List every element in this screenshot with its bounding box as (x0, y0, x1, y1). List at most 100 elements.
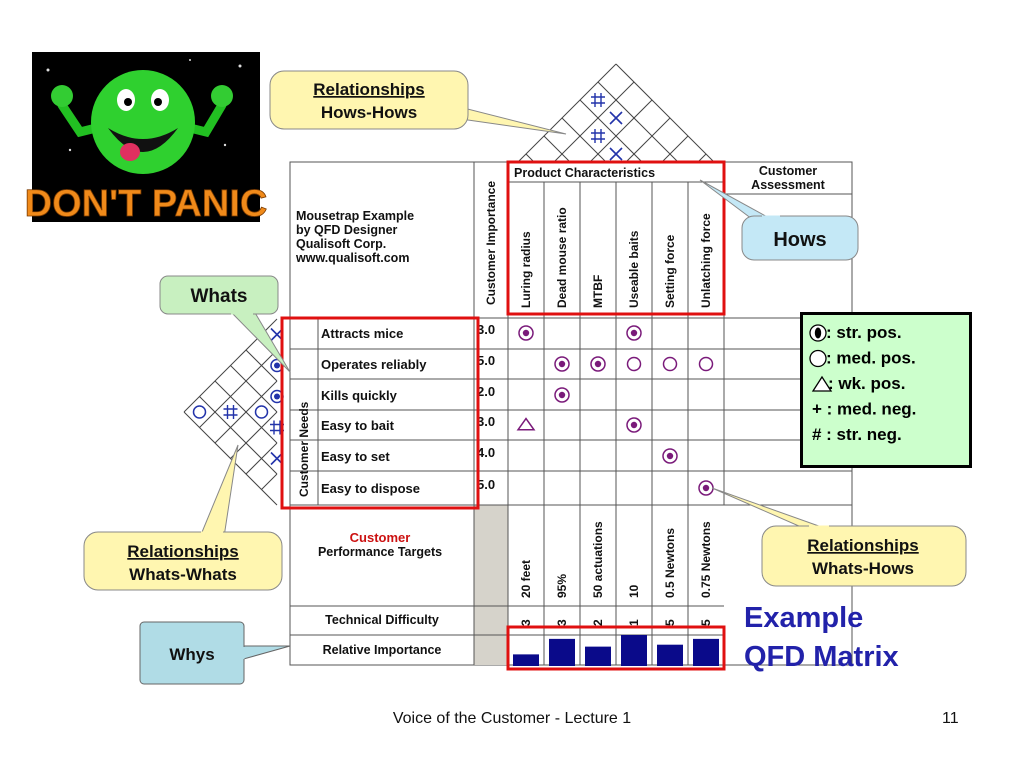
page-number: 11 (942, 710, 959, 727)
difficulty-value: 3 (555, 619, 569, 626)
legend-item-text: : med. pos. (826, 349, 916, 368)
what-need: Easy to dispose (321, 481, 420, 496)
callout-whats-hows: Relationships Whats-Hows (711, 487, 967, 587)
customer-assessment-header-2: Assessment (751, 178, 825, 192)
weak-positive-icon (516, 417, 536, 431)
product-characteristics-header: Product Characteristics (514, 166, 655, 180)
strong-positive-dot (274, 362, 280, 369)
performance-target: 0.75 Newtons (699, 521, 713, 598)
performance-target: 50 actuations (591, 521, 605, 598)
legend-item-text: : str. pos. (826, 323, 902, 342)
what-importance: 5.0 (477, 353, 495, 368)
how-label: Useable baits (627, 230, 641, 308)
strong-positive-dot (558, 391, 566, 399)
callout-hows-hows-line2: Hows-Hows (321, 103, 417, 122)
difficulty-value: 5 (699, 619, 713, 626)
callout-whats-text: Whats (191, 286, 248, 307)
customer-importance-header: Customer Importance (484, 181, 498, 305)
strong-negative-hash-icon (223, 405, 238, 419)
importance-highlight-box (506, 625, 726, 671)
legend-items: : str. pos.: med. pos.: wk. pos.+ : med.… (809, 323, 916, 444)
table-title-line-1: Mousetrap Example (296, 209, 414, 223)
what-need: Operates reliably (321, 357, 427, 372)
how-label: Unlatching force (699, 213, 713, 308)
strong-positive-dot (594, 360, 602, 368)
callout-whats-hows-line1: Relationships (807, 536, 918, 555)
strong-positive-dot (274, 393, 280, 400)
relative-importance-bars (513, 635, 719, 666)
dont-panic-logo: DON'T PANIC (24, 52, 268, 225)
strong-positive-icon (626, 325, 642, 341)
importance-bar (693, 638, 719, 666)
how-label: Dead mouse ratio (555, 207, 569, 308)
strong-positive-dot (522, 329, 530, 337)
performance-target: 0.5 Newtons (663, 528, 677, 598)
what-importance: 3.0 (477, 322, 495, 337)
performance-target: 95% (555, 574, 569, 598)
relative-importance-label: Relative Importance (323, 643, 442, 657)
medium-positive-icon (254, 405, 269, 419)
whats-highlight-box (280, 316, 480, 510)
importance-bar (657, 644, 683, 666)
strong-negative-hash-icon (591, 129, 605, 143)
how-label: MTBF (591, 275, 605, 308)
strong-negative-hash-icon (270, 420, 284, 435)
strong-positive-icon (554, 387, 570, 403)
callout-hows: Hows (699, 179, 859, 261)
callout-whats-hows-line2: Whats-Hows (812, 559, 914, 578)
performance-target: 10 (627, 584, 641, 598)
what-need: Kills quickly (321, 388, 398, 403)
difficulty-value: 1 (627, 619, 641, 626)
customer-assessment-header-1: Customer (759, 164, 817, 178)
negative-cross-icon (609, 111, 623, 125)
legend-item-text: # : str. neg. (812, 425, 902, 444)
how-label: Luring radius (519, 231, 533, 308)
legend-medium-icon (809, 349, 827, 368)
callout-whats-whats-line2: Whats-Whats (129, 565, 237, 584)
what-need: Easy to set (321, 449, 390, 464)
symbol-legend (800, 312, 972, 468)
legend-weak-icon (811, 375, 833, 392)
what-importance: 4.0 (477, 445, 495, 460)
logo-text: DON'T PANIC (25, 183, 268, 225)
legend-item-text: : wk. pos. (828, 374, 905, 393)
importance-bar (549, 638, 575, 666)
table-title-line-3: Qualisoft Corp. (296, 237, 386, 251)
targets-label-1: Customer (350, 530, 411, 545)
what-importance: 2.0 (477, 384, 495, 399)
what-need: Attracts mice (321, 326, 403, 341)
strong-positive-dot (630, 329, 638, 337)
strong-positive-dot (558, 360, 566, 368)
callout-whats-whats: Relationships Whats-Whats (83, 444, 283, 591)
strong-positive-icon (518, 325, 534, 341)
callout-hows-text: Hows (773, 229, 826, 251)
table-title-line-2: by QFD Designer (296, 223, 398, 237)
negative-cross-icon (609, 147, 623, 161)
callout-whys: Whys (139, 621, 291, 685)
whats-whats-correlation-matrix (183, 318, 284, 506)
technical-difficulty-label: Technical Difficulty (325, 613, 439, 627)
legend-strong-dot (814, 327, 822, 339)
callout-hows-hows: Relationships Hows-Hows (269, 70, 567, 135)
difficulty-value: 3 (519, 619, 533, 626)
what-need: Easy to bait (321, 418, 395, 433)
hows-highlight-box (506, 160, 726, 316)
importance-bar (621, 635, 647, 666)
how-label: Setting force (663, 234, 677, 308)
importance-bar (585, 646, 611, 666)
strong-positive-icon (626, 417, 642, 433)
main-title-line-1: Example (744, 602, 863, 634)
difficulty-value: 5 (663, 619, 677, 626)
importance-bar (513, 654, 539, 666)
strong-positive-dot (666, 452, 674, 460)
callout-whats: Whats (159, 275, 291, 373)
what-importance: 3.0 (477, 414, 495, 429)
medium-positive-icon (192, 405, 207, 419)
strong-positive-dot (702, 484, 710, 492)
roof-correlation-matrix (507, 63, 725, 197)
strong-positive-icon (590, 356, 606, 372)
